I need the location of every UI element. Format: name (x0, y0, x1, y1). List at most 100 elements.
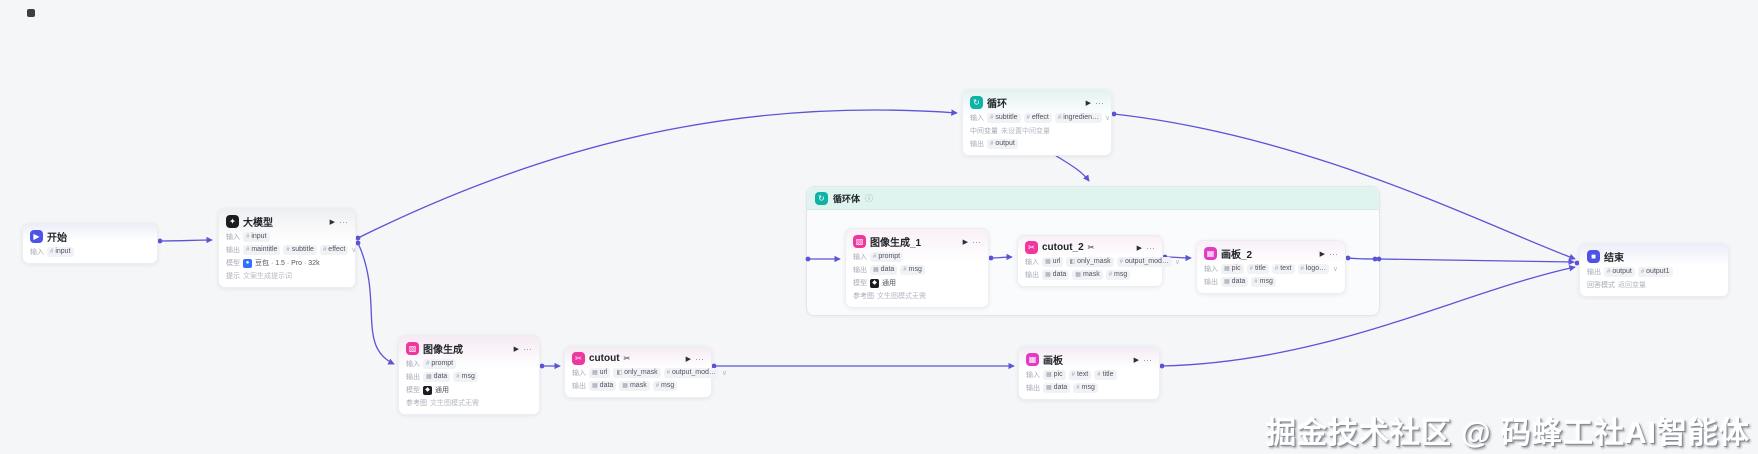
param-name: data (1052, 271, 1067, 279)
node-more-button[interactable]: ··· (695, 353, 704, 364)
node-row: 输入#input (30, 247, 150, 258)
node-row: 模型●豆包 · 1.5 · Pro · 32k (226, 258, 348, 268)
param-pill: #input (47, 247, 74, 258)
param-type-icon: # (246, 246, 250, 253)
run-node-button[interactable]: ▶ (1085, 99, 1091, 107)
param-pill: #msg (1073, 383, 1098, 394)
param-type-icon: ▦ (873, 266, 879, 273)
node-row: 输入▦url◧only_mask#output_mod…∨ (572, 368, 727, 379)
edge (1378, 258, 1575, 266)
param-name: input (251, 233, 267, 240)
param-type-icon: ▦ (1075, 271, 1081, 278)
chevron-down-icon[interactable]: ∨ (721, 370, 728, 378)
node-cutout[interactable]: ✂cutout✂▶···输入▦url◧only_mask#output_mod…… (564, 346, 727, 399)
param-name: text (1076, 371, 1089, 378)
model-name: 通用 (882, 280, 896, 288)
node-row: 输入▦pic#title#text#logo…∨ (1204, 264, 1338, 275)
param-type-icon: # (990, 140, 994, 147)
node-more-button[interactable]: ··· (523, 343, 532, 354)
node-title: 画板_2 (1221, 250, 1253, 261)
param-pill: #msg (1105, 270, 1131, 281)
row-label: 参考图 (406, 400, 427, 408)
loop-icon: ↻ (815, 191, 828, 205)
port-dot[interactable] (1111, 111, 1117, 117)
param-type-icon: ▦ (1045, 258, 1051, 265)
node-cutout2[interactable]: ✂cutout_2✂▶···输入▦url◧only_mask#output_mo… (1017, 235, 1180, 288)
param-name: pic (1053, 371, 1063, 378)
node-more-button[interactable]: ··· (1329, 248, 1338, 259)
param-type-icon: # (1097, 371, 1101, 378)
row-meta-text: 文生图模式无需 (877, 293, 926, 301)
param-name: pic (1231, 265, 1241, 272)
node-header: ✂cutout_2✂▶··· (1025, 241, 1155, 254)
node-board2[interactable]: ▦画板_2▶···输入▦pic#title#text#logo…∨输出▦data… (1196, 240, 1346, 295)
param-name: msg (661, 382, 675, 390)
model-logo-icon: ◆ (423, 385, 432, 395)
node-more-button[interactable]: ··· (972, 236, 981, 247)
param-pill: #output1 (1637, 267, 1673, 278)
node-loop[interactable]: ↻循环▶···输入#subtitle#effect#ingredien…∨中间变… (962, 89, 1112, 157)
row-label: 输入 (1204, 266, 1218, 274)
param-pill: ◧only_mask (613, 368, 661, 379)
port-dot[interactable] (157, 238, 163, 244)
chevron-down-icon[interactable]: ∨ (1332, 266, 1338, 274)
param-name: url (1052, 258, 1061, 265)
param-pill: ▦data (1043, 383, 1071, 394)
param-type-icon: # (1300, 265, 1304, 272)
port-dot[interactable] (355, 240, 361, 246)
node-row: 输入#prompt (853, 252, 981, 263)
node-header: ▶开始 (30, 229, 150, 244)
run-node-button[interactable]: ▶ (962, 238, 968, 246)
param-name: subtitle (291, 246, 314, 254)
run-node-button[interactable]: ▶ (1133, 356, 1139, 364)
param-name: mask (1082, 271, 1100, 279)
chevron-down-icon[interactable]: ∨ (1105, 115, 1111, 123)
run-node-button[interactable]: ▶ (685, 355, 691, 363)
param-name: effect (328, 246, 346, 254)
param-type-icon: ◧ (616, 369, 623, 376)
row-meta-text: 未设置中间变量 (1001, 128, 1050, 136)
param-name: data (1053, 384, 1068, 392)
port-dot[interactable] (1159, 363, 1165, 369)
run-node-button[interactable]: ▶ (513, 345, 519, 353)
row-label: 输出 (1204, 279, 1218, 287)
node-row: 输出▦data#msg (1204, 277, 1338, 288)
param-pill: #prompt (870, 252, 904, 263)
param-type-icon: # (1249, 265, 1253, 272)
node-more-button[interactable]: ··· (339, 216, 348, 227)
row-label: 输出 (1587, 269, 1601, 277)
port-dot[interactable] (539, 363, 545, 369)
param-type-icon: # (426, 360, 430, 367)
node-more-button[interactable]: ··· (1143, 354, 1152, 365)
node-start[interactable]: ▶开始输入#input (22, 223, 158, 265)
param-name: output_mod… (1124, 258, 1169, 265)
param-name: prompt (431, 360, 454, 367)
run-node-button[interactable]: ▶ (329, 218, 335, 226)
param-type-icon: ▦ (1046, 384, 1052, 391)
image-generate-icon: ▧ (853, 235, 866, 248)
node-title-badge: ✂ (1087, 243, 1095, 252)
edge (357, 242, 395, 365)
node-more-button[interactable]: ··· (1146, 242, 1155, 253)
param-name: msg (908, 266, 922, 274)
node-row: 输出#maintitle#subtitle#effect∨ (226, 245, 356, 256)
run-node-button[interactable]: ▶ (1136, 244, 1142, 252)
run-node-button[interactable]: ▶ (1319, 250, 1325, 258)
param-type-icon: # (1254, 278, 1258, 285)
node-row: 输出▦data▦mask#msg (572, 381, 704, 392)
param-pill: #output (987, 139, 1018, 150)
param-name: maintitle (251, 246, 278, 254)
chevron-down-icon[interactable]: ∨ (351, 247, 357, 255)
node-more-button[interactable]: ··· (1095, 97, 1104, 108)
row-label: 输入 (853, 254, 867, 262)
cutout-icon: ✂ (572, 352, 585, 365)
node-row: 输入▦url◧only_mask#output_mod…∨ (1025, 257, 1180, 268)
port-dot[interactable] (355, 235, 361, 241)
chevron-down-icon[interactable]: ∨ (1174, 259, 1181, 267)
